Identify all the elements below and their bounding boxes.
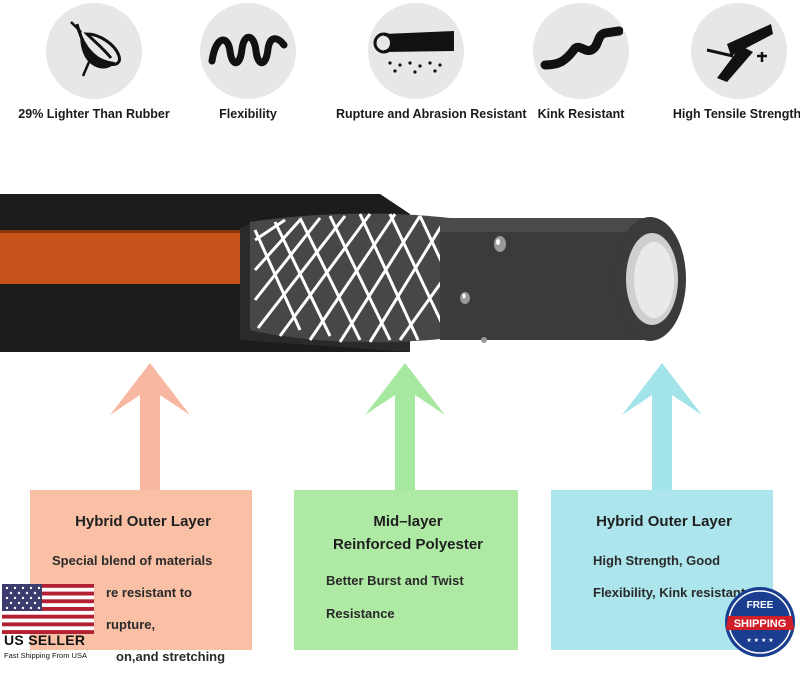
hose-cutaway-illustration	[0, 180, 800, 370]
feature-rupture: Rupture and Abrasion Resistant	[336, 0, 527, 121]
feature-label: Rupture and Abrasion Resistant	[336, 107, 527, 121]
feature-circle	[200, 3, 296, 99]
wavy-line-icon	[208, 33, 288, 67]
free-shipping-seal-icon: FREE SHIPPING ★ ★ ★ ★	[725, 587, 795, 657]
feature-label: Flexibility	[219, 107, 277, 121]
feature-flexibility: Flexibility	[168, 0, 328, 121]
tension-icon	[706, 24, 773, 82]
seal-main-text: SHIPPING	[734, 618, 787, 630]
feature-circle	[368, 3, 464, 99]
feature-circle	[46, 3, 142, 99]
feature-label: Kink Resistant	[537, 107, 625, 121]
seal-stars: ★ ★ ★ ★	[746, 637, 773, 644]
card-title: Hybrid Outer Layer	[596, 513, 732, 530]
kink-icon	[540, 26, 623, 70]
feature-circle	[691, 3, 787, 99]
card-line: Resistance	[326, 606, 395, 621]
card-line: re resistant to rupture,	[106, 585, 192, 632]
card-title: Mid–layer	[373, 513, 443, 530]
card-line: Better Burst and Twist	[326, 573, 464, 588]
seal-top-text: FREE	[747, 600, 774, 611]
card-body: Better Burst and Twist Resistance	[312, 564, 504, 630]
mid-layer-card: Mid–layer Reinforced Polyester Better Bu…	[294, 490, 518, 650]
feature-tensile: High Tensile Strength	[659, 0, 800, 121]
feature-label: High Tensile Strength	[672, 107, 800, 121]
feature-label: 29% Lighter Than Rubber	[18, 107, 170, 121]
card-title: Reinforced Polyester	[332, 536, 484, 553]
card-line: Flexibility, Kink resistant	[593, 585, 746, 600]
fast-shipping-label: Fast Shipping From USA	[4, 651, 87, 660]
card-body: High Strength, Good Flexibility, Kink re…	[569, 545, 759, 609]
arrow-up-icon	[622, 363, 702, 495]
us-seller-label: US SELLER	[4, 632, 86, 648]
card-line: on,and stretching	[116, 649, 226, 664]
feature-lighter: 29% Lighter Than Rubber	[14, 0, 174, 121]
card-line: High Strength, Good	[593, 553, 721, 568]
card-body: Special blend of materials re resistant …	[48, 545, 238, 673]
feature-circle	[533, 3, 629, 99]
feather-icon	[70, 21, 121, 77]
hose-surface-icon	[373, 31, 454, 74]
arrow-up-icon	[365, 363, 445, 495]
arrow-up-icon	[110, 363, 190, 495]
card-line: Special blend of materials	[52, 553, 213, 568]
feature-kink: Kink Resistant	[501, 0, 661, 121]
card-title: Hybrid Outer Layer	[75, 513, 211, 530]
us-flag-icon	[2, 584, 94, 634]
